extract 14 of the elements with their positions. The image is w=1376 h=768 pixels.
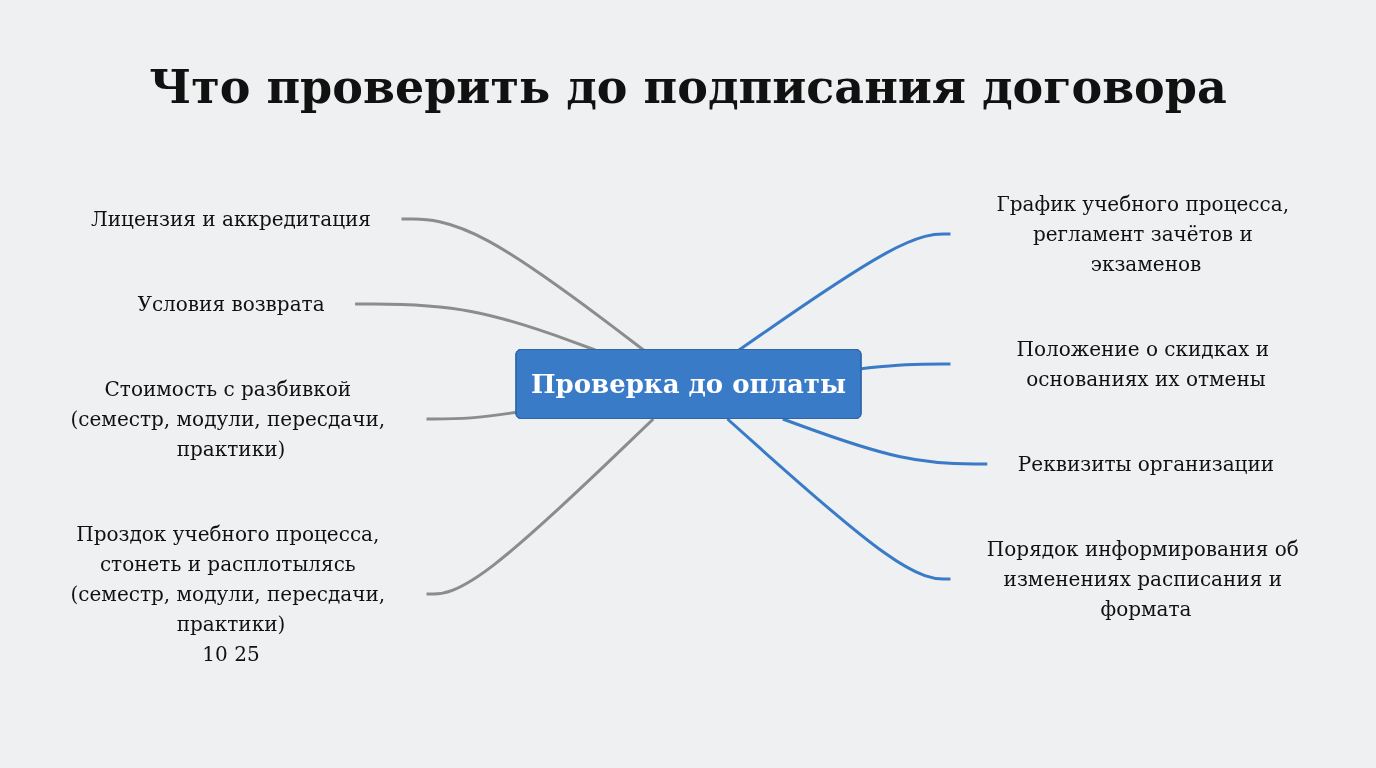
node-text: График учебного процесса, регламент зачётов и экзаменов	[996, 192, 1289, 276]
node-text: Стоимость с разбивкой (семестр, модули, пересдачи, практики)	[70, 377, 385, 461]
connector	[425, 410, 517, 421]
node-text: Лицензия и аккредитация	[90, 207, 371, 231]
connector	[860, 362, 951, 371]
node-text: Проздок учебного процесса, стонеть и расплотылясь (семестр, модули, пересдачи, практики) 10 25	[70, 522, 385, 666]
title: Что проверить до подписания договора	[148, 59, 1228, 116]
node-text: Положение о скидках и основаниях их отмены	[1016, 337, 1269, 391]
connector	[781, 417, 988, 466]
connector	[725, 417, 951, 581]
node-text: Порядок информирования об изменениях расписания и формата	[986, 537, 1299, 621]
connector	[425, 417, 654, 596]
node-text: Реквизиты организации	[1017, 452, 1274, 476]
node-text: Условия возврата	[136, 292, 325, 316]
